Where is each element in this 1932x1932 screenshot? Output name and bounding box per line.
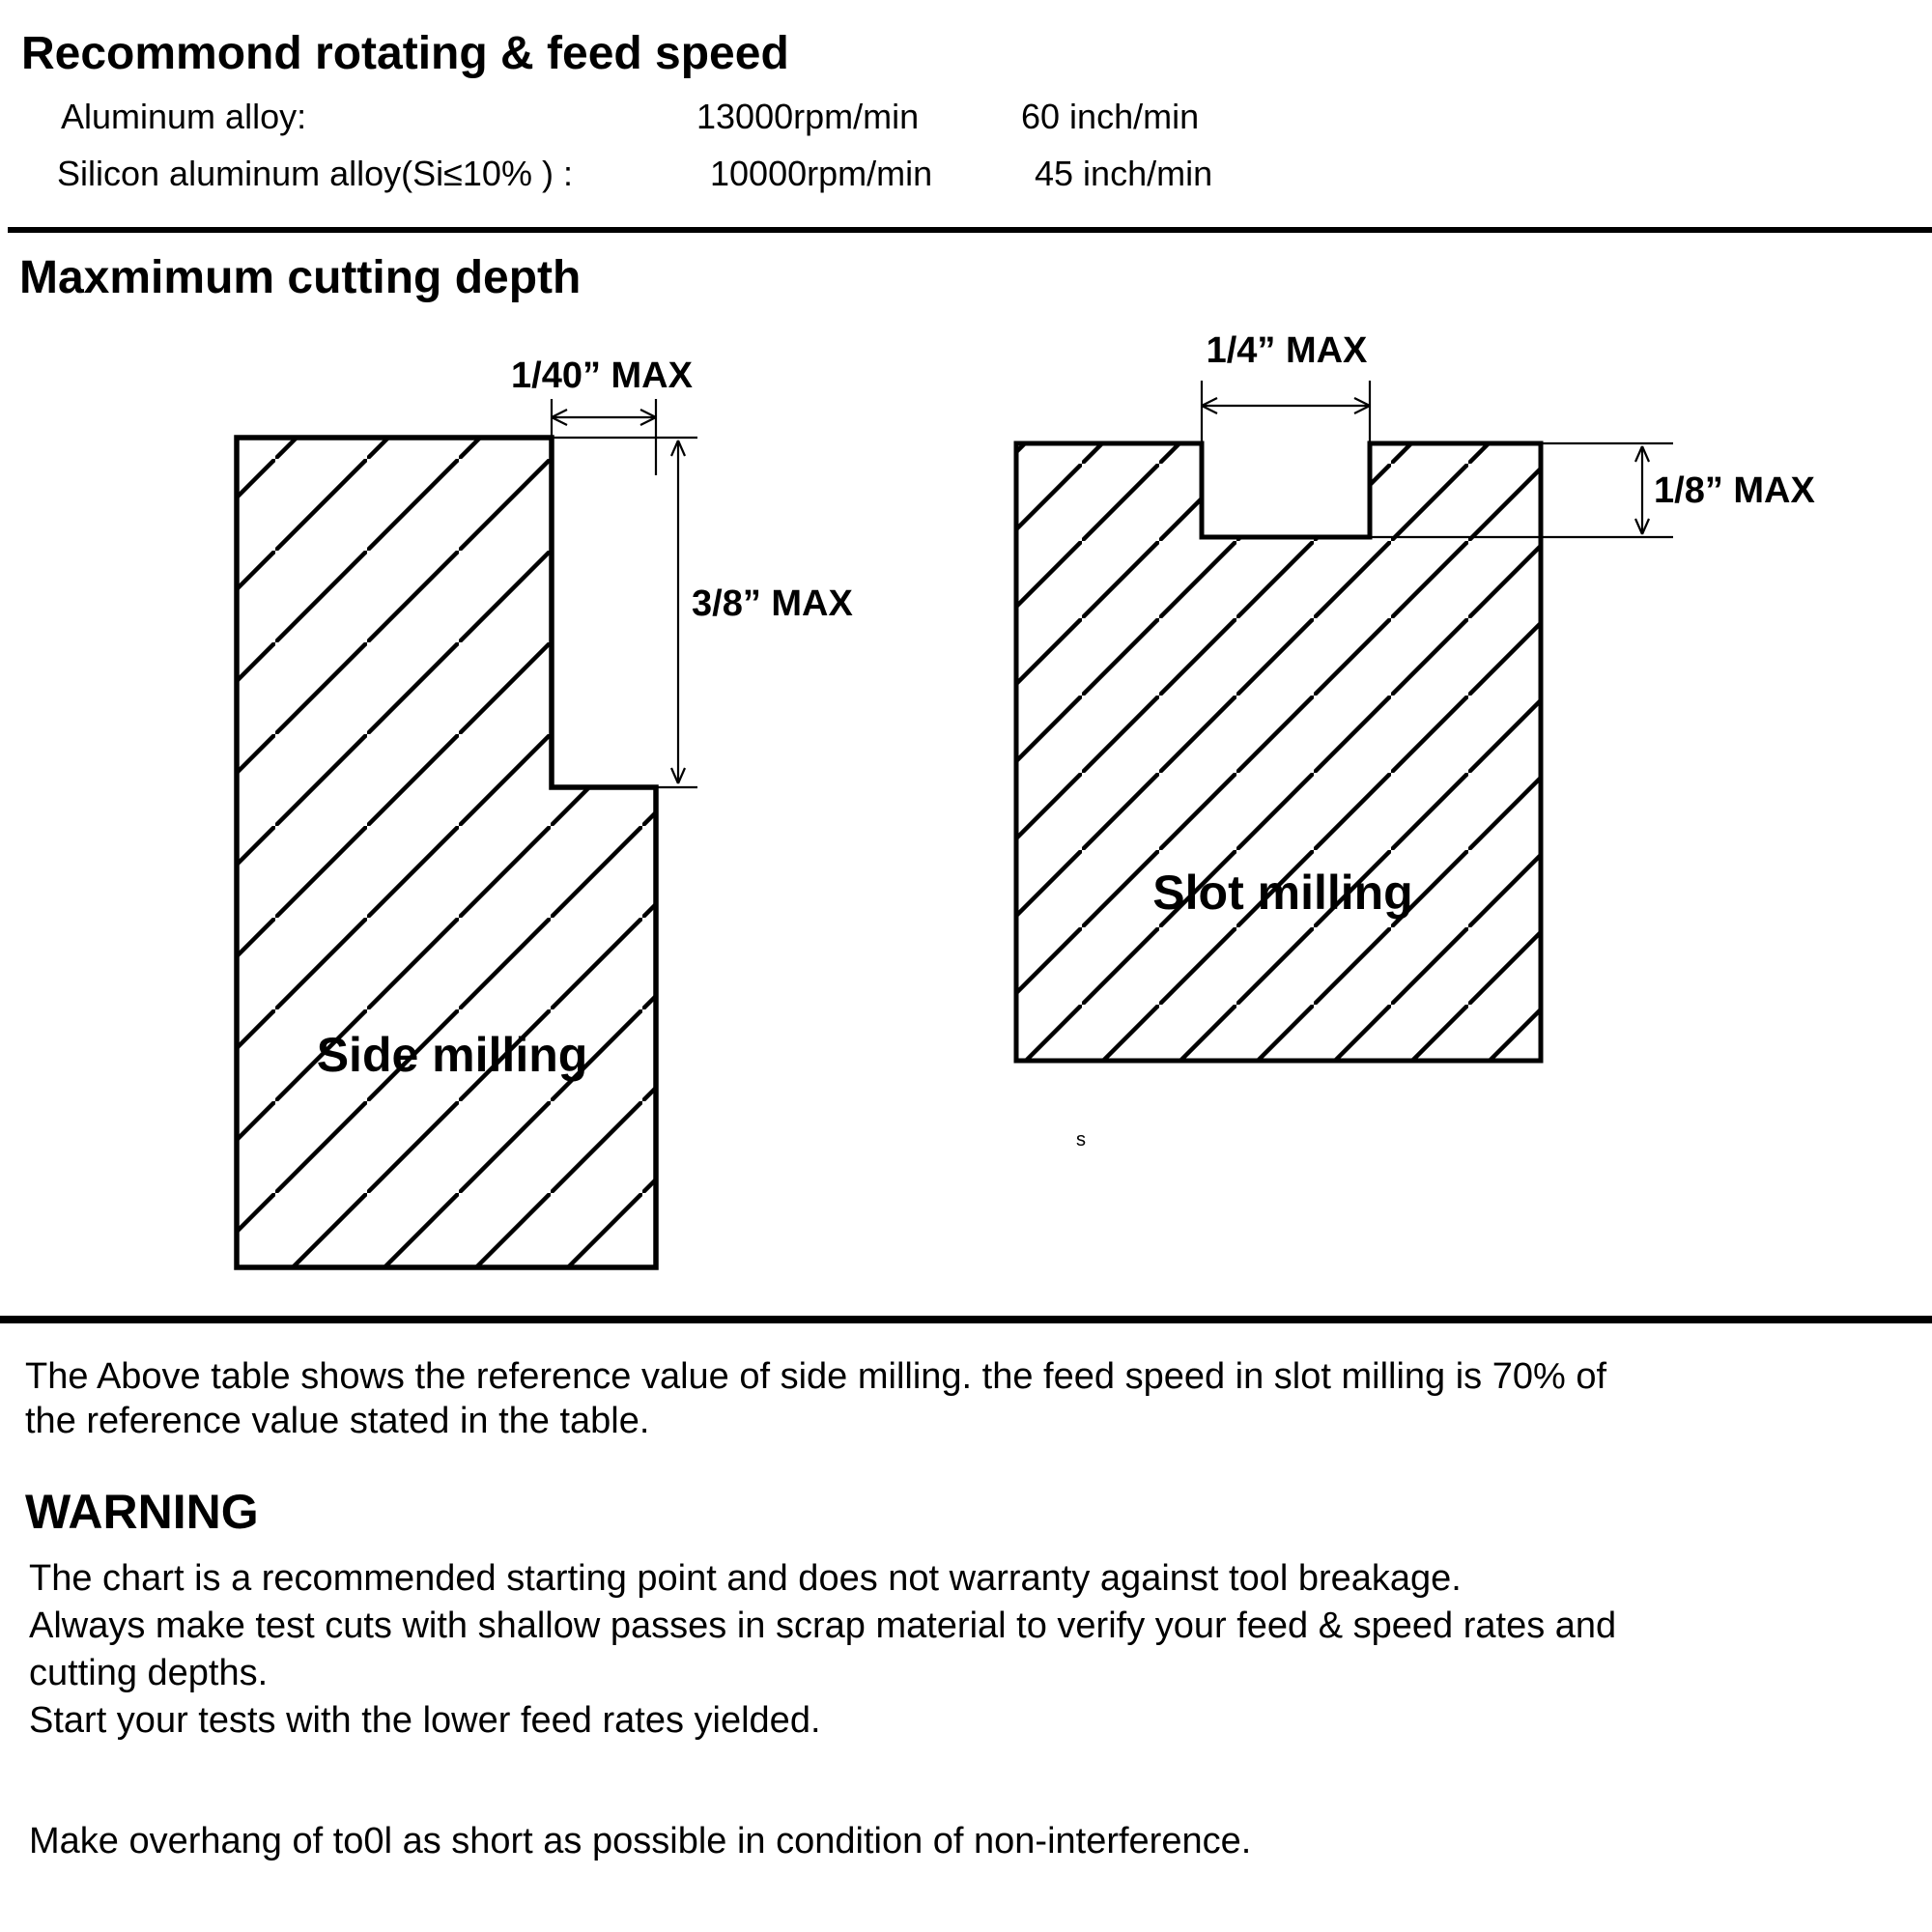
slot-milling-depth-label: 1/8” MAX [1654, 470, 1815, 511]
spec-feed-aluminum: 60 inch/min [1021, 97, 1200, 136]
reference-note-line2: the reference value stated in the table. [25, 1401, 650, 1441]
stray-mark: s [1076, 1129, 1086, 1151]
spec-label-aluminum: Aluminum alloy: [61, 97, 307, 136]
section-divider-top [8, 227, 1932, 233]
warning-body: The chart is a recommended starting poin… [29, 1555, 1616, 1745]
slot-milling-depth-dimension [1370, 441, 1673, 539]
warning-line: The chart is a recommended starting poin… [29, 1558, 1462, 1599]
spec-rpm-silicon: 10000rpm/min [710, 154, 933, 193]
spec-label-silicon: Silicon aluminum alloy(Si≤10% ) : [57, 154, 573, 193]
reference-note: The Above table shows the reference valu… [25, 1354, 1606, 1443]
page-title: Recommond rotating & feed speed [21, 28, 789, 79]
overhang-note: Make overhang of to0l as short as possib… [29, 1821, 1252, 1861]
slot-milling-width-dimension [1200, 381, 1372, 443]
warning-line: cutting depths. [29, 1653, 269, 1693]
side-milling-label: Side milling [317, 1028, 588, 1082]
warning-heading: WARNING [25, 1485, 259, 1539]
spec-rpm-aluminum: 13000rpm/min [696, 97, 920, 136]
warning-line: Start your tests with the lower feed rat… [29, 1700, 821, 1741]
side-milling-width-label: 1/40” MAX [511, 355, 694, 396]
slot-milling-label: Slot milling [1152, 866, 1412, 920]
reference-note-line1: The Above table shows the reference valu… [25, 1356, 1607, 1397]
spec-feed-silicon: 45 inch/min [1035, 154, 1213, 193]
side-milling-block [234, 435, 659, 1270]
slot-milling-width-label: 1/4” MAX [1207, 330, 1368, 371]
cutting-depth-heading: Maxmimum cutting depth [19, 252, 582, 303]
warning-line: Always make test cuts with shallow passe… [29, 1605, 1617, 1646]
slot-milling-diagram: 1/4” MAX 1/8” MAX Slot milling s [1013, 330, 1815, 1151]
side-milling-depth-dimension [552, 436, 697, 789]
side-milling-diagram: 1/40” MAX 3/8” MAX Side milling [234, 355, 853, 1270]
side-milling-depth-label: 3/8” MAX [692, 583, 853, 624]
section-divider-bottom [0, 1316, 1932, 1323]
slot-milling-block [1013, 440, 1544, 1064]
